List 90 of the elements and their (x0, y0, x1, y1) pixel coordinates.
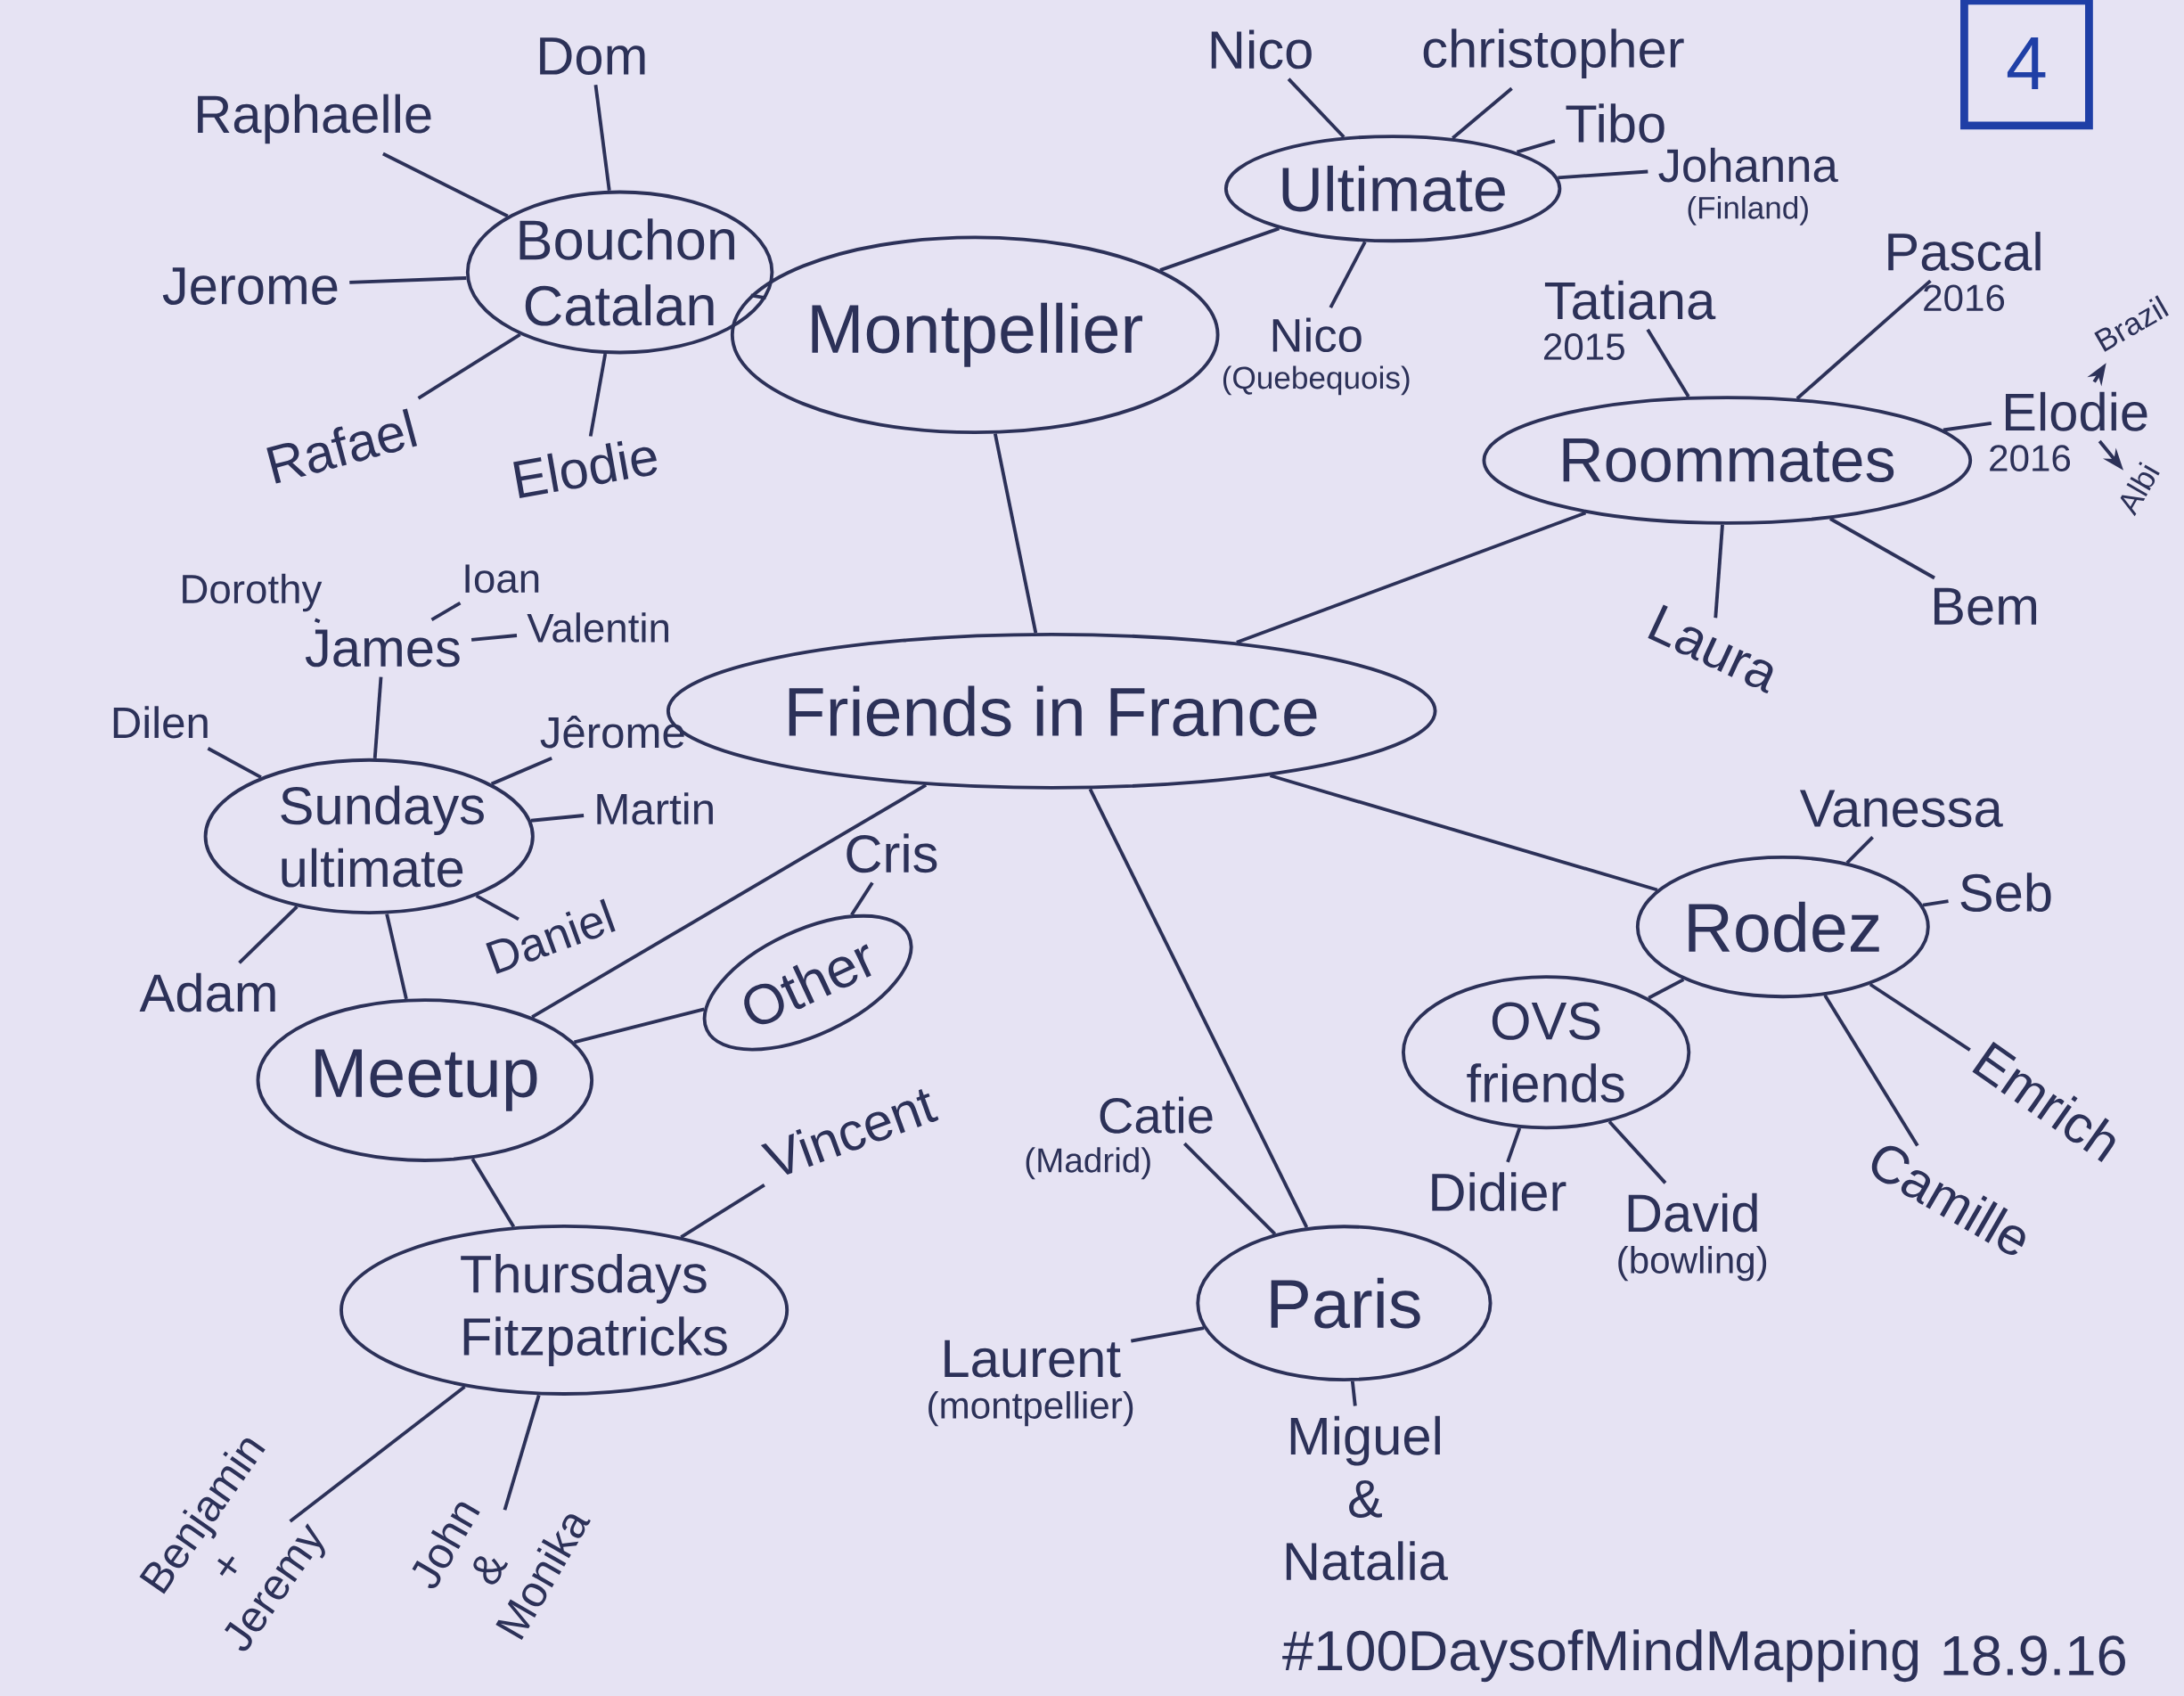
branch-line (1922, 899, 1949, 907)
branch-line (1943, 422, 1992, 432)
branch-line (1845, 836, 1874, 864)
page-number-box: 4 (1960, 0, 2093, 130)
branch-line (573, 1007, 705, 1045)
branch-line (470, 634, 518, 642)
branch-line (207, 747, 262, 779)
branch-line (850, 881, 874, 916)
name-text: Nico (1272, 317, 1362, 353)
branch-line (1287, 78, 1346, 139)
name-text: Catie (1100, 1096, 1213, 1134)
footer-text: #100DaysofMindMapping (1282, 1629, 1918, 1683)
name-text: Bem (1935, 587, 2037, 626)
note-text: (Quebequois) (1223, 365, 1410, 396)
branch-line (503, 1394, 541, 1511)
name-text: Ioan (465, 564, 539, 594)
name-text: Tibo (1566, 103, 1665, 143)
name-text: Johanna (1658, 147, 1838, 183)
name-text: Jerome (162, 267, 338, 305)
branch-line (993, 433, 1038, 634)
branch-line (1828, 517, 1935, 580)
name-text: Raphaelle (198, 94, 431, 144)
name-text: James (305, 629, 460, 668)
name-text: Vincent (760, 1089, 939, 1175)
branch-line (1869, 982, 1971, 1052)
branch-line (1516, 139, 1556, 154)
branch-line (1558, 169, 1648, 180)
branch-line (1182, 1142, 1277, 1235)
branch-line (1088, 788, 1309, 1228)
branch-line (490, 756, 552, 786)
name-text: Dilen (113, 706, 208, 739)
branch-line (1159, 226, 1280, 272)
name-text: christopher (1423, 29, 1684, 78)
name-text: Laura (1648, 604, 1773, 693)
note-text: 2016 (1924, 284, 2005, 312)
branch-line (470, 1158, 516, 1228)
name-text: Valentin (527, 612, 668, 643)
branch-line (372, 676, 383, 759)
branch-line (1795, 279, 1932, 400)
name-text: David (1628, 1192, 1757, 1233)
branch-line (349, 276, 467, 284)
name-text: Jêrome (540, 716, 684, 749)
branch-line (417, 332, 521, 400)
branch-line (530, 814, 585, 823)
branch-line (531, 783, 928, 1019)
branch-line (1648, 978, 1685, 1000)
branch-line (430, 601, 462, 622)
name-text: Martin (597, 792, 713, 825)
name-text: Seb (1960, 873, 2051, 913)
note-text: (montpellier) (928, 1391, 1133, 1427)
branch-line (382, 152, 509, 218)
name-text: Rafael (266, 408, 418, 484)
branch-line (1823, 994, 1919, 1147)
branch-line (1130, 1326, 1205, 1343)
branch-line (1269, 774, 1658, 892)
branch-line (475, 894, 519, 922)
name-text: Nico (1211, 29, 1312, 70)
branch-line (1646, 328, 1690, 398)
name-text: Dorothy (183, 573, 323, 612)
branch-line (1607, 1120, 1667, 1184)
note-text: 2016 (1990, 445, 2071, 471)
branch-line (1350, 1381, 1357, 1406)
branch-line (680, 1184, 765, 1239)
branch-line (289, 1385, 466, 1523)
branch-line (1506, 1127, 1522, 1163)
branch-line (1452, 86, 1513, 140)
name-text: Didier (1432, 1172, 1566, 1212)
branch-line (1329, 241, 1367, 309)
branch-line (238, 905, 299, 964)
note-text: (bowling) (1618, 1246, 1767, 1282)
name-text: Miguel & Natalia (1286, 1415, 1448, 1581)
name-text: Tatiana (1544, 280, 1716, 320)
note-text: 2015 (1544, 333, 1624, 360)
branch-line (1714, 524, 1724, 619)
footer-text: 18.9.16 (1943, 1635, 2125, 1676)
branch-line (588, 353, 608, 437)
name-text: Elodie (2006, 391, 2147, 431)
name-text: Dom (540, 37, 645, 76)
branch-line (385, 914, 408, 1000)
branch-line (1236, 511, 1587, 644)
note-text: (Madrid) (1026, 1147, 1150, 1180)
name-text: Vanessa (1799, 790, 2003, 828)
branch-line (750, 293, 766, 300)
note-text: (Finland) (1688, 195, 1808, 225)
name-text: Pascal (1888, 232, 2041, 271)
name-text: Elodie (513, 440, 658, 498)
branch-line (593, 85, 611, 191)
name-text: Cris (847, 833, 937, 873)
branch-line (314, 618, 321, 624)
name-text: Laurent (945, 1340, 1121, 1378)
